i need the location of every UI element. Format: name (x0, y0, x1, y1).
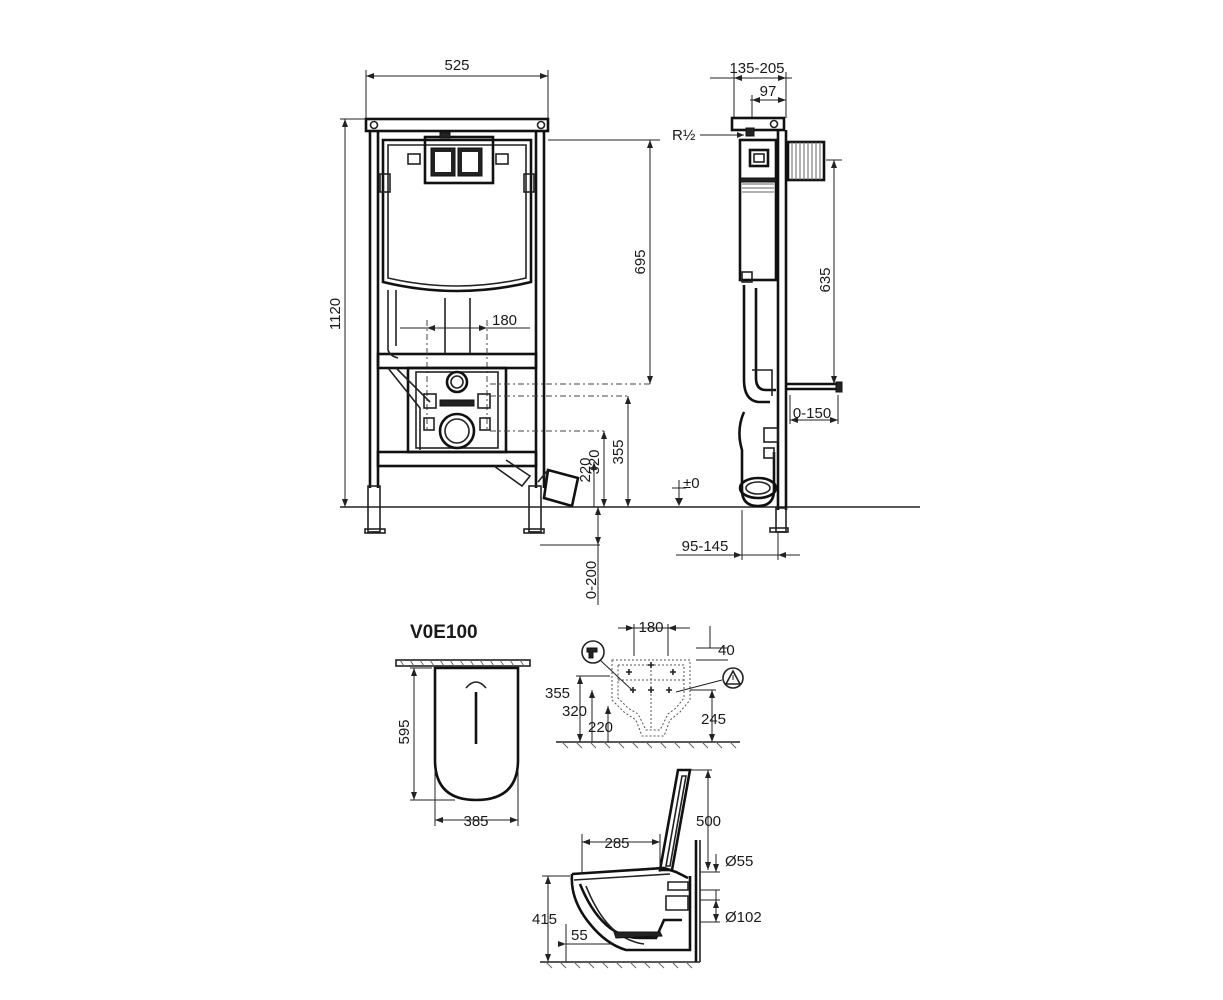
wall-view: 180 40 355 (545, 619, 744, 749)
front-width-label: 525 (444, 57, 469, 74)
height-355-label: 355 (610, 439, 627, 464)
water-tap-icon (581, 640, 605, 664)
bowl-width-label: 385 (463, 813, 488, 830)
depth-range-label: 135-205 (729, 60, 784, 77)
front-view: 525 (327, 57, 920, 605)
model-label: V0E100 (410, 622, 478, 643)
wall-355-label: 355 (545, 685, 570, 702)
side-view: 135-205 97 R½ 635 (672, 60, 843, 560)
tank-height-label: 695 (632, 249, 649, 274)
diameter-102-label: Ø102 (725, 909, 762, 926)
range-0-200-label: 0-200 (583, 561, 600, 599)
wall-320-label: 320 (562, 703, 587, 720)
wall-245-label: 245 (701, 711, 726, 728)
bowl-side-view: 500 285 Ø55 Ø102 415 55 (532, 768, 762, 969)
wall-top-label: 40 (718, 642, 735, 659)
lid-height-label: 500 (696, 813, 721, 830)
height-220-label: 220 (577, 457, 594, 482)
height-635-label: 635 (817, 267, 834, 292)
top-view: 595 385 (395, 659, 531, 830)
bowl-length-label: 595 (396, 719, 413, 744)
diameter-55-label: Ø55 (725, 853, 753, 870)
wall-spacing-label: 180 (638, 619, 663, 636)
bowl-bottom-label: 55 (571, 927, 588, 944)
total-height-label: 1120 (327, 298, 344, 330)
bowl-depth-label: 285 (604, 835, 629, 852)
offset-label: 180 (492, 312, 517, 329)
wall-220-label: 220 (588, 719, 613, 736)
tap-glyph (586, 647, 598, 659)
bowl-height-label: 415 (532, 911, 557, 928)
depth-97-label: 97 (760, 83, 777, 100)
zero-level-label: ±0 (683, 475, 700, 492)
range-0-150-label: 0-150 (793, 405, 831, 422)
thread-label: R½ (672, 127, 696, 144)
range-95-145-label: 95-145 (682, 538, 729, 555)
warning-icon (722, 667, 744, 689)
